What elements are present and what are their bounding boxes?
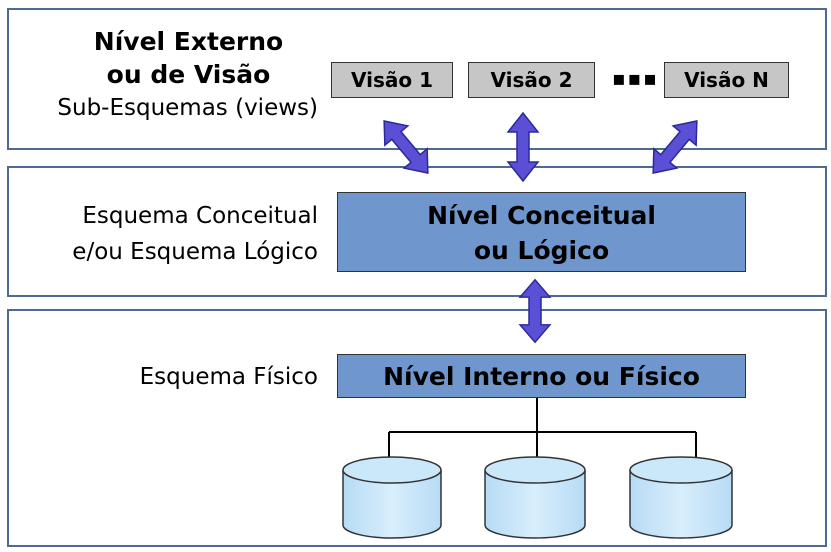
double-arrow-icon	[519, 278, 551, 344]
physical-level-box: Nível Interno ou Físico	[337, 354, 746, 398]
conceptual-level-box-line2: ou Lógico	[473, 236, 610, 265]
conceptual-level-box-line1: Nível Conceitual	[427, 201, 656, 230]
double-arrow-icon	[640, 110, 710, 184]
database-icon	[342, 456, 442, 539]
external-level-title-line1: Nível Externo	[93, 27, 284, 56]
view-box-2: Visão 2	[468, 62, 595, 98]
double-arrow-icon	[507, 112, 539, 182]
database-icon	[484, 456, 586, 539]
connector-lines	[388, 398, 697, 465]
double-arrow-icon	[371, 110, 441, 184]
view-box-1: Visão 1	[331, 62, 453, 98]
view-box-n: Visão N	[664, 62, 789, 98]
physical-schema-label: Esquema Físico	[139, 364, 318, 390]
database-icon	[629, 456, 733, 539]
conceptual-schema-label-line2: e/ou Esquema Lógico	[72, 239, 318, 265]
conceptual-schema-label-line1: Esquema Conceitual	[82, 203, 318, 229]
external-level-title-line2: ou de Visão	[106, 60, 271, 89]
external-level-subtitle: Sub-Esquemas (views)	[57, 95, 318, 121]
views-ellipsis: ▪▪▪	[612, 66, 659, 90]
conceptual-level-box: Nível Conceitual ou Lógico	[337, 192, 746, 272]
